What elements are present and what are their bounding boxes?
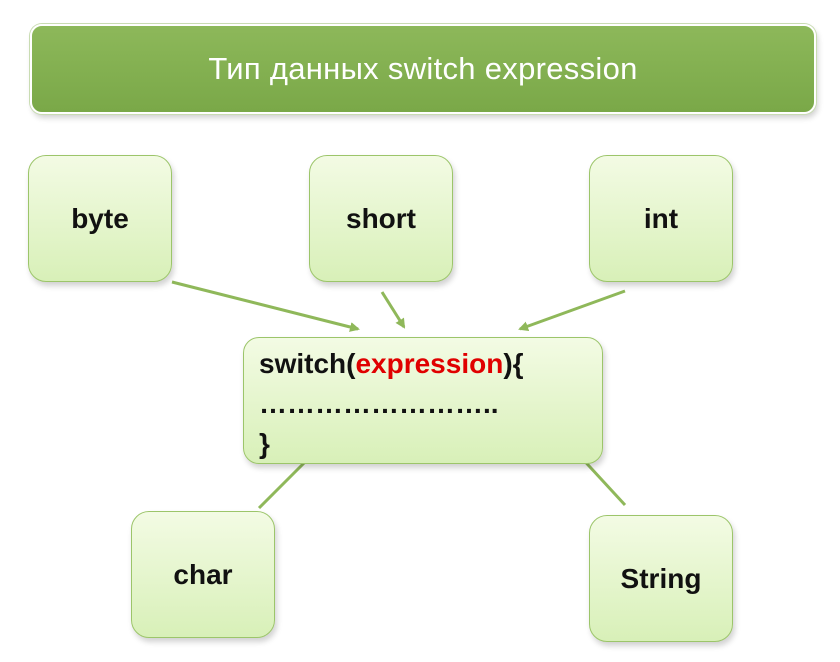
type-label-short: short	[346, 202, 416, 234]
code-keyword-open: switch(	[259, 348, 356, 379]
type-box-int: int	[589, 155, 733, 282]
title-banner: Тип данных switch expression	[30, 24, 816, 114]
code-line-switch: switch(expression){	[259, 344, 602, 384]
type-label-byte: byte	[71, 202, 129, 234]
arrow-int	[518, 289, 626, 331]
slide-title: Тип данных switch expression	[208, 51, 638, 86]
arrow-byte	[171, 280, 360, 332]
code-line-dots: ……………………..	[259, 388, 499, 419]
type-box-string: String	[589, 515, 733, 642]
type-box-char: char	[131, 511, 275, 638]
type-label-int: int	[643, 202, 679, 234]
type-label-char: char	[173, 558, 233, 590]
arrow-short	[380, 291, 406, 329]
type-box-byte: byte	[28, 155, 172, 282]
code-line-brace: }	[259, 428, 270, 459]
type-label-string: String	[620, 562, 702, 594]
code-close: ){	[503, 348, 524, 379]
type-box-short: short	[309, 155, 453, 282]
code-expression: expression	[355, 348, 504, 379]
switch-code-box: switch(expression){ …………………….. }	[243, 337, 603, 464]
